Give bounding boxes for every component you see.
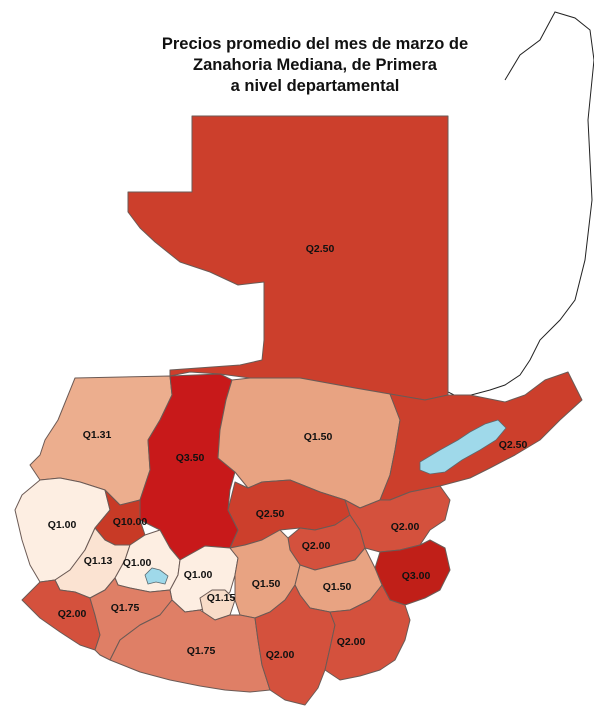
label-zacapa: Q2.00 <box>391 521 420 533</box>
label-izabal: Q2.50 <box>499 439 528 451</box>
label-peten: Q2.50 <box>306 243 335 255</box>
label-jalapa: Q1.50 <box>323 581 352 593</box>
lake-izabal <box>419 419 507 475</box>
lake-atitlan <box>144 567 169 585</box>
label-retalhuleu: Q2.00 <box>58 608 87 620</box>
title-line-3: a nivel departamental <box>230 77 400 95</box>
label-escuintla: Q1.75 <box>187 645 216 657</box>
label-jutiapa: Q2.00 <box>337 636 366 648</box>
title-line-2: Zanahoria Mediana, de Primera <box>193 56 437 74</box>
label-guatemala: Q1.50 <box>252 578 281 590</box>
region-zacapa <box>344 485 451 553</box>
region-escuintla <box>109 599 271 693</box>
label-san-marcos: Q1.00 <box>48 519 77 531</box>
belize-border <box>447 11 594 399</box>
label-baja-verapaz: Q2.50 <box>256 508 285 520</box>
label-santa-rosa: Q2.00 <box>266 649 295 661</box>
label-el-progreso: Q2.00 <box>302 540 331 552</box>
title-line-1: Precios promedio del mes de marzo de <box>161 35 469 53</box>
region-peten <box>127 115 449 401</box>
label-suchitepequez: Q1.75 <box>111 602 140 614</box>
label-chimaltenango: Q1.00 <box>184 569 213 581</box>
label-huehuetenango: Q1.31 <box>83 429 112 441</box>
label-quiche: Q3.50 <box>176 452 205 464</box>
label-alta-verapaz: Q1.50 <box>304 431 333 443</box>
label-chiquimula: Q3.00 <box>402 570 431 582</box>
label-quetzaltenango: Q1.13 <box>84 555 113 567</box>
region-jutiapa <box>324 584 411 681</box>
label-solola: Q1.00 <box>123 557 152 569</box>
label-sacatepequez: Q1.15 <box>207 592 236 604</box>
label-totonicapan: Q10.00 <box>113 516 148 528</box>
map-title: Precios promedio del mes de marzo de Zan… <box>95 34 535 97</box>
